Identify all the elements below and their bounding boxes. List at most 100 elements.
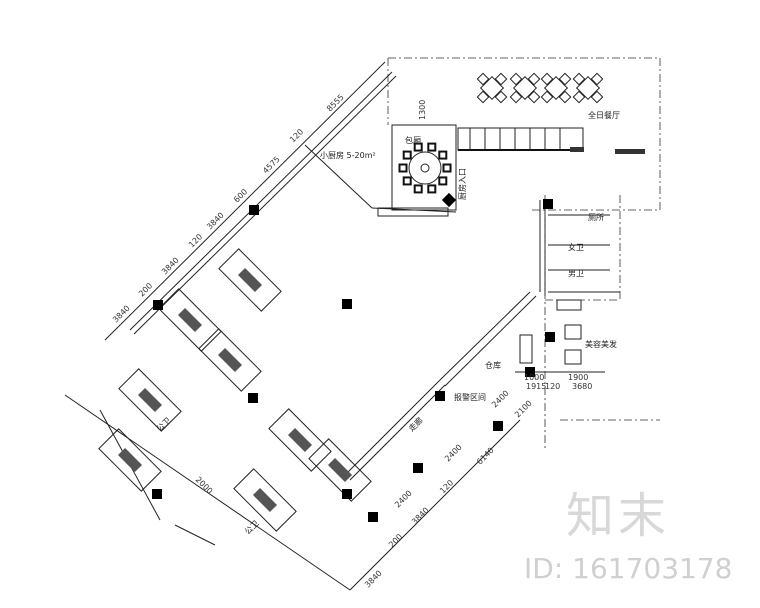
round-table-chair bbox=[442, 163, 452, 173]
label-beauty-salon: 美容美发 bbox=[585, 339, 617, 349]
column bbox=[545, 332, 555, 342]
label-public-wc-2: 公卫 bbox=[243, 519, 261, 537]
dining-chair bbox=[527, 90, 541, 104]
dining-chair bbox=[558, 90, 572, 104]
round-table-chair bbox=[402, 150, 412, 160]
label-small-kitchen: 小厨房 5-20m² bbox=[320, 150, 376, 160]
guest-room-unit bbox=[118, 368, 182, 432]
column bbox=[152, 489, 162, 499]
guest-room-unit bbox=[308, 438, 372, 502]
label-private-room: 包厢 bbox=[405, 135, 421, 145]
dining-chair bbox=[509, 90, 523, 104]
round-table-chair bbox=[438, 150, 448, 160]
round-table-chair bbox=[402, 176, 412, 186]
round-table-chair bbox=[438, 176, 448, 186]
column bbox=[248, 393, 258, 403]
bed bbox=[287, 427, 313, 453]
dim: 3680 bbox=[572, 382, 592, 391]
bed bbox=[137, 387, 163, 413]
label-all-day-dining: 全日餐厅 bbox=[588, 110, 620, 120]
dim: 4575 bbox=[261, 155, 282, 176]
label-toilet: 厕所 bbox=[588, 212, 604, 222]
column bbox=[249, 205, 259, 215]
dim: 3840 bbox=[111, 304, 132, 325]
guest-room-unit bbox=[158, 288, 222, 352]
dim: 1300 bbox=[418, 100, 427, 120]
round-table-chair bbox=[413, 184, 423, 194]
building-walls bbox=[64, 61, 546, 591]
restaurant-boundary bbox=[387, 57, 661, 211]
dining-chair bbox=[494, 72, 508, 86]
column bbox=[342, 489, 352, 499]
dining-chair bbox=[494, 90, 508, 104]
round-table-chair bbox=[413, 142, 423, 152]
dim: 600 bbox=[232, 187, 249, 204]
dim: 3840 bbox=[160, 256, 181, 277]
guest-room-unit bbox=[233, 468, 297, 532]
dim: 120 bbox=[288, 127, 305, 144]
column bbox=[413, 463, 423, 473]
dim: 120 bbox=[438, 478, 455, 495]
bed bbox=[327, 457, 353, 483]
dining-chair bbox=[527, 72, 541, 86]
booth-seating bbox=[457, 127, 645, 154]
service-area bbox=[515, 195, 660, 450]
label-female-wc: 女卫 bbox=[568, 242, 584, 252]
bed bbox=[237, 267, 263, 293]
label-male-wc: 男卫 bbox=[568, 269, 584, 278]
dim: 120 bbox=[187, 232, 204, 249]
dim: 6140 bbox=[475, 446, 496, 467]
dim: 3840 bbox=[205, 211, 226, 232]
guest-rooms bbox=[98, 248, 372, 532]
column bbox=[543, 199, 553, 209]
private-room bbox=[391, 124, 457, 211]
round-table-chair bbox=[427, 142, 437, 152]
bed bbox=[117, 447, 143, 473]
column bbox=[525, 367, 535, 377]
dining-chair bbox=[476, 90, 490, 104]
bed bbox=[177, 307, 203, 333]
dim: 3840 bbox=[363, 569, 384, 590]
label-public-wc: 公卫 bbox=[155, 416, 173, 434]
dining-chair bbox=[572, 90, 586, 104]
dining-chair bbox=[509, 72, 523, 86]
dim: 200 bbox=[137, 281, 154, 298]
round-table-chair bbox=[427, 184, 437, 194]
column bbox=[493, 421, 503, 431]
structural-columns bbox=[152, 199, 555, 522]
round-table-chair bbox=[398, 163, 408, 173]
column bbox=[342, 299, 352, 309]
dim: 2400 bbox=[443, 443, 464, 464]
guest-room-unit bbox=[268, 408, 332, 472]
guest-room-unit bbox=[198, 328, 262, 392]
dining-table bbox=[512, 75, 538, 101]
dining-chair bbox=[590, 90, 604, 104]
dim: 8555 bbox=[325, 93, 346, 114]
dining-table bbox=[479, 75, 505, 101]
dim: 120 bbox=[545, 382, 560, 391]
dining-table bbox=[575, 75, 601, 101]
small-kitchen-walls bbox=[304, 144, 457, 217]
label-storage: 仓库 bbox=[485, 360, 501, 370]
dining-chair bbox=[558, 72, 572, 86]
watermark-id: ID: 161703178 bbox=[524, 552, 733, 585]
column bbox=[368, 512, 378, 522]
label-corridor: 走廊 bbox=[406, 415, 424, 433]
dining-table bbox=[543, 75, 569, 101]
dim: 2100 bbox=[513, 399, 534, 420]
dining-chair bbox=[590, 72, 604, 86]
dim: 3840 bbox=[410, 506, 431, 527]
column bbox=[153, 300, 163, 310]
dining-tables bbox=[476, 72, 604, 104]
column bbox=[435, 391, 445, 401]
dining-chair bbox=[572, 72, 586, 86]
dim: 1900 bbox=[568, 373, 588, 382]
guest-room-unit bbox=[218, 248, 282, 312]
label-store-room: 报警区间 bbox=[454, 392, 486, 402]
dim: 1000 bbox=[524, 373, 544, 382]
bed bbox=[252, 487, 278, 513]
room-labels: 全日餐厅 小厨房 5-20m² 包厢 厨房入口 厕所 女卫 男卫 美容美发 仓库… bbox=[155, 110, 620, 536]
watermark-logo: 知末 bbox=[566, 488, 671, 544]
